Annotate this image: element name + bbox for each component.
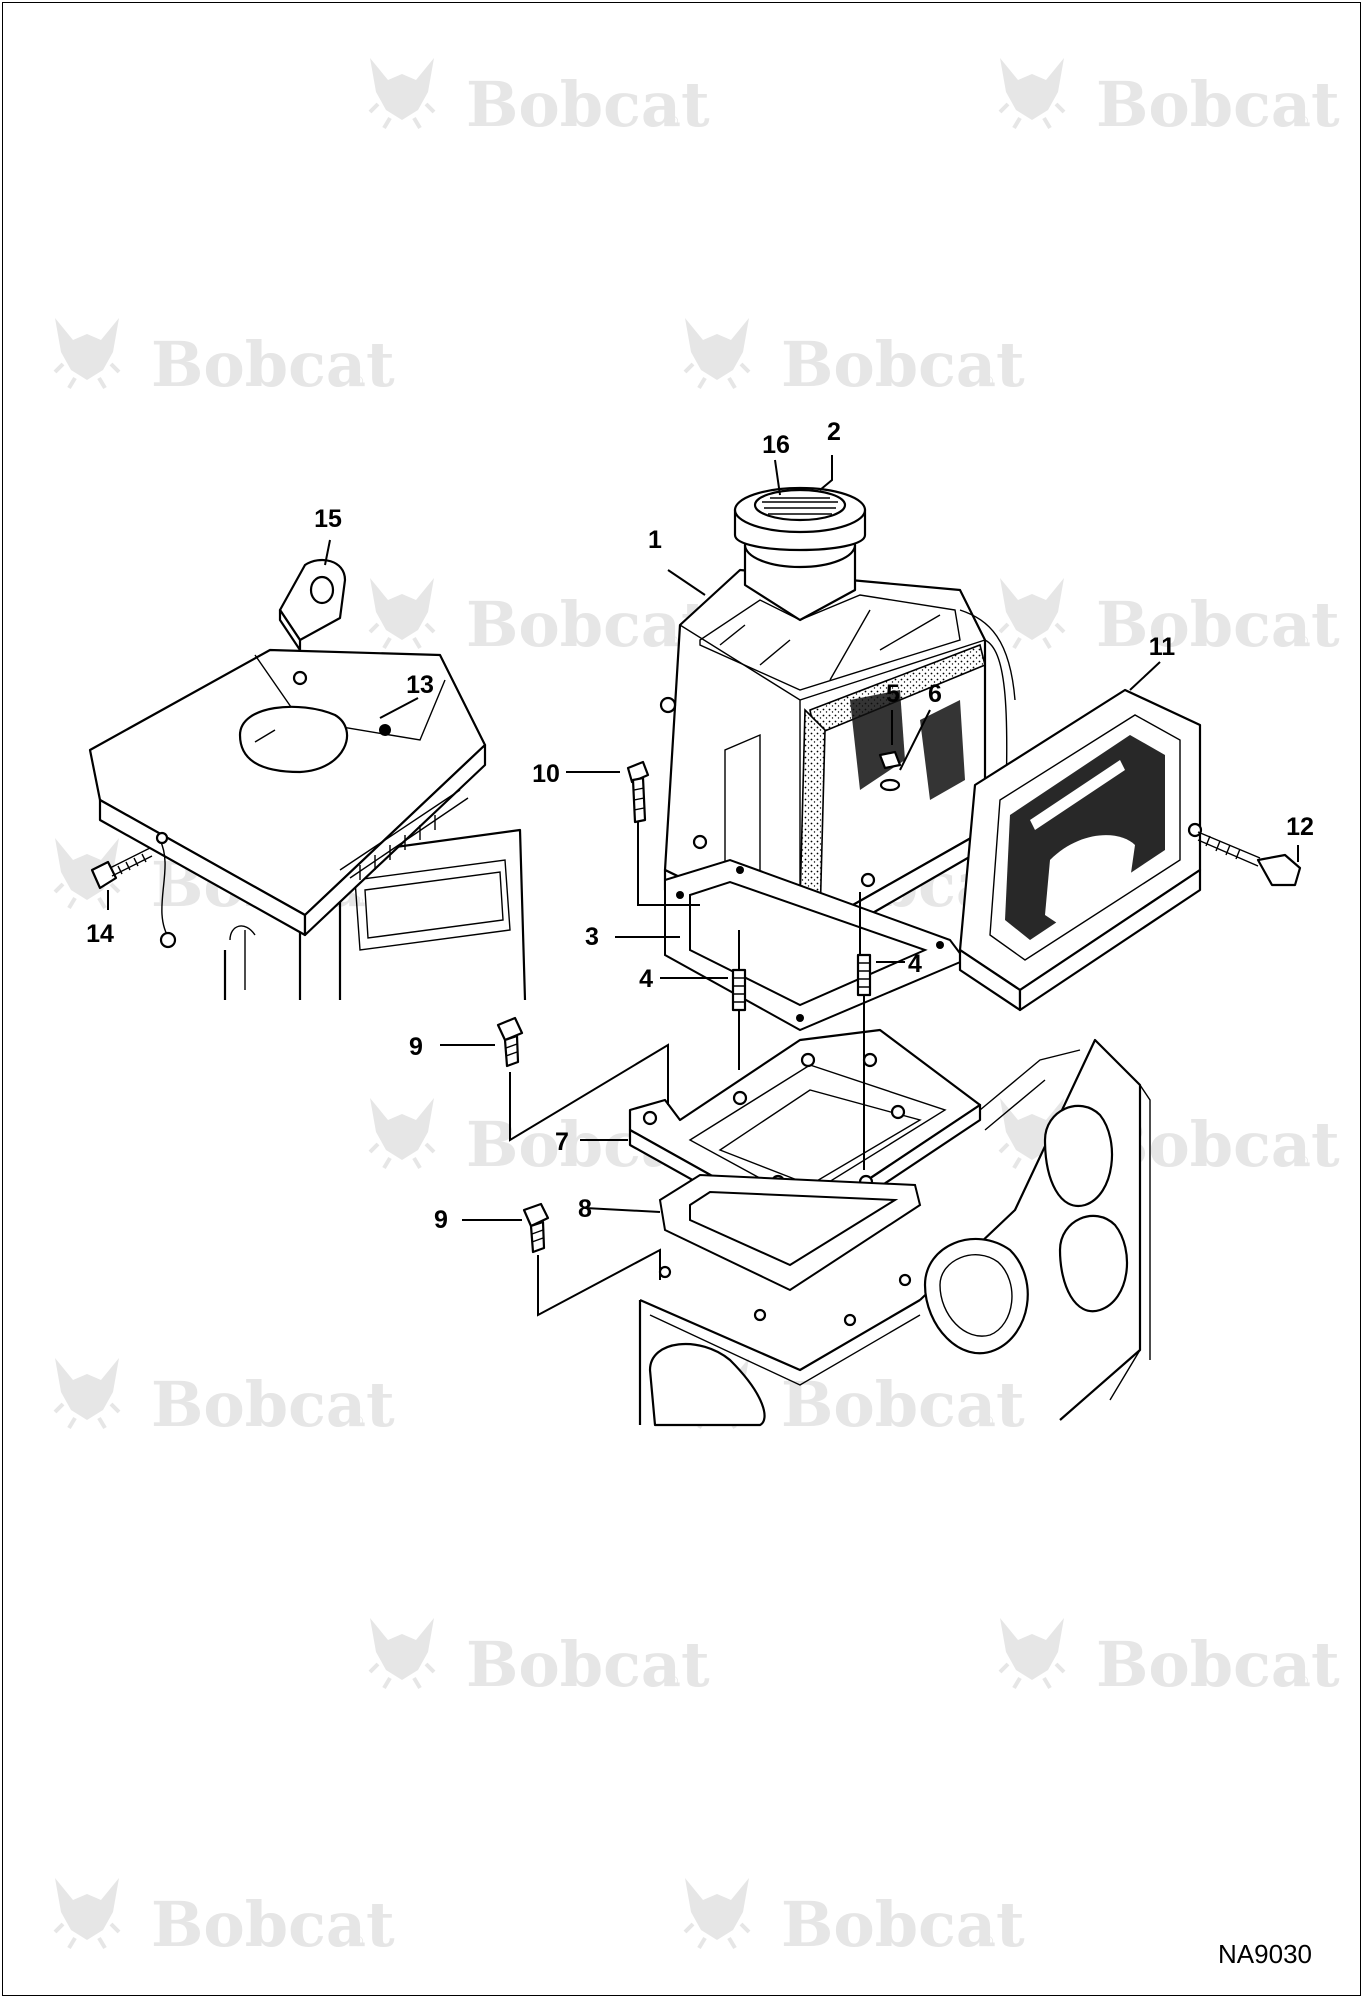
- watermark: Bobcat ®: [368, 56, 710, 141]
- watermark-registered: ®: [981, 1934, 995, 1950]
- callout-16: 16: [762, 431, 790, 459]
- callout-7: 7: [555, 1128, 569, 1156]
- watermark: Bobcat ®: [683, 1356, 1025, 1441]
- watermark-registered: ®: [351, 1414, 365, 1430]
- air-cleaner-cover: [88, 648, 487, 937]
- cap-16: [753, 488, 847, 522]
- watermark-text: Bobcat: [151, 328, 395, 401]
- watermark-registered: ®: [351, 1934, 365, 1950]
- watermark: Bobcat ®: [368, 1616, 710, 1701]
- callout-8: 8: [578, 1195, 592, 1223]
- watermark: Bobcat ®: [998, 1616, 1340, 1701]
- callout-4-left: 4: [639, 965, 653, 993]
- watermark: Bobcat ®: [53, 1356, 395, 1441]
- wing-bolt-12: [1197, 831, 1302, 887]
- callout-14: 14: [86, 920, 114, 948]
- watermark-registered: ®: [351, 374, 365, 390]
- watermark-registered: ®: [666, 1674, 680, 1690]
- callout-6: 6: [928, 680, 942, 708]
- bolt-10: [626, 760, 650, 824]
- watermark: Bobcat ®: [53, 316, 395, 401]
- leader-lines: [107, 455, 1299, 1317]
- watermark: Bobcat ®: [998, 56, 1340, 141]
- filter-element: [958, 688, 1203, 1012]
- watermark-registered: ®: [981, 1414, 995, 1430]
- stud-4-right: [856, 953, 872, 997]
- callout-3: 3: [585, 923, 599, 951]
- watermark-registered: ®: [1296, 1154, 1310, 1170]
- callout-labels: 1 2 3 4 4 5 6 7 8 9 9 10 11 12 13 14 15 …: [86, 418, 1314, 1234]
- watermark-text: Bobcat: [781, 1368, 1025, 1441]
- callout-13: 13: [406, 671, 434, 699]
- watermark-text: Bobcat: [781, 328, 1025, 401]
- watermark-text: Bobcat: [1096, 68, 1340, 141]
- watermark: Bobcat ®: [53, 1876, 395, 1961]
- watermark-layer: Bobcat ® Bobcat ® Bobcat ® Bobcat ® Bobc…: [53, 56, 1340, 1961]
- watermark-registered: ®: [666, 114, 680, 130]
- washer-6: [879, 778, 901, 792]
- watermark-registered: ®: [1296, 1674, 1310, 1690]
- cover-mount-bracket: [278, 558, 347, 652]
- watermark-registered: ®: [1296, 634, 1310, 650]
- callout-9-upper: 9: [409, 1033, 423, 1061]
- gasket-8: [658, 1173, 922, 1292]
- bolt-9-lower: [522, 1202, 550, 1254]
- watermark-registered: ®: [981, 374, 995, 390]
- watermark: Bobcat ®: [683, 316, 1025, 401]
- watermark-text: Bobcat: [466, 1628, 710, 1701]
- callout-1: 1: [648, 526, 662, 554]
- watermark-text: Bobcat: [781, 1888, 1025, 1961]
- stud-4-left: [731, 968, 747, 1012]
- watermark-registered: ®: [1296, 114, 1310, 130]
- watermark: Bobcat ®: [683, 1876, 1025, 1961]
- transmission-housing: [638, 1038, 1151, 1427]
- watermark: Bobcat ®: [368, 576, 710, 661]
- callout-4-right: 4: [908, 950, 922, 978]
- watermark-text: Bobcat: [1096, 1628, 1340, 1701]
- watermark: Bobcat ®: [998, 576, 1340, 661]
- watermark-text: Bobcat: [466, 68, 710, 141]
- callout-11: 11: [1149, 633, 1176, 661]
- watermark-text: Bobcat: [151, 1368, 395, 1441]
- watermark-registered: ®: [666, 634, 680, 650]
- callout-12: 12: [1286, 813, 1314, 841]
- callout-5: 5: [886, 680, 900, 708]
- watermark-text: Bobcat: [466, 588, 710, 661]
- watermark-text: Bobcat: [1096, 588, 1340, 661]
- bolt-9-upper: [496, 1016, 524, 1068]
- nut-5: [878, 750, 902, 770]
- wing-bolt-14: [90, 831, 177, 949]
- watermark-text: Bobcat: [151, 1888, 395, 1961]
- callout-15: 15: [314, 505, 342, 533]
- figure-reference: NA9030: [1218, 1939, 1312, 1969]
- callout-9-lower: 9: [434, 1206, 448, 1234]
- callout-10: 10: [532, 760, 560, 788]
- callout-2: 2: [827, 418, 841, 446]
